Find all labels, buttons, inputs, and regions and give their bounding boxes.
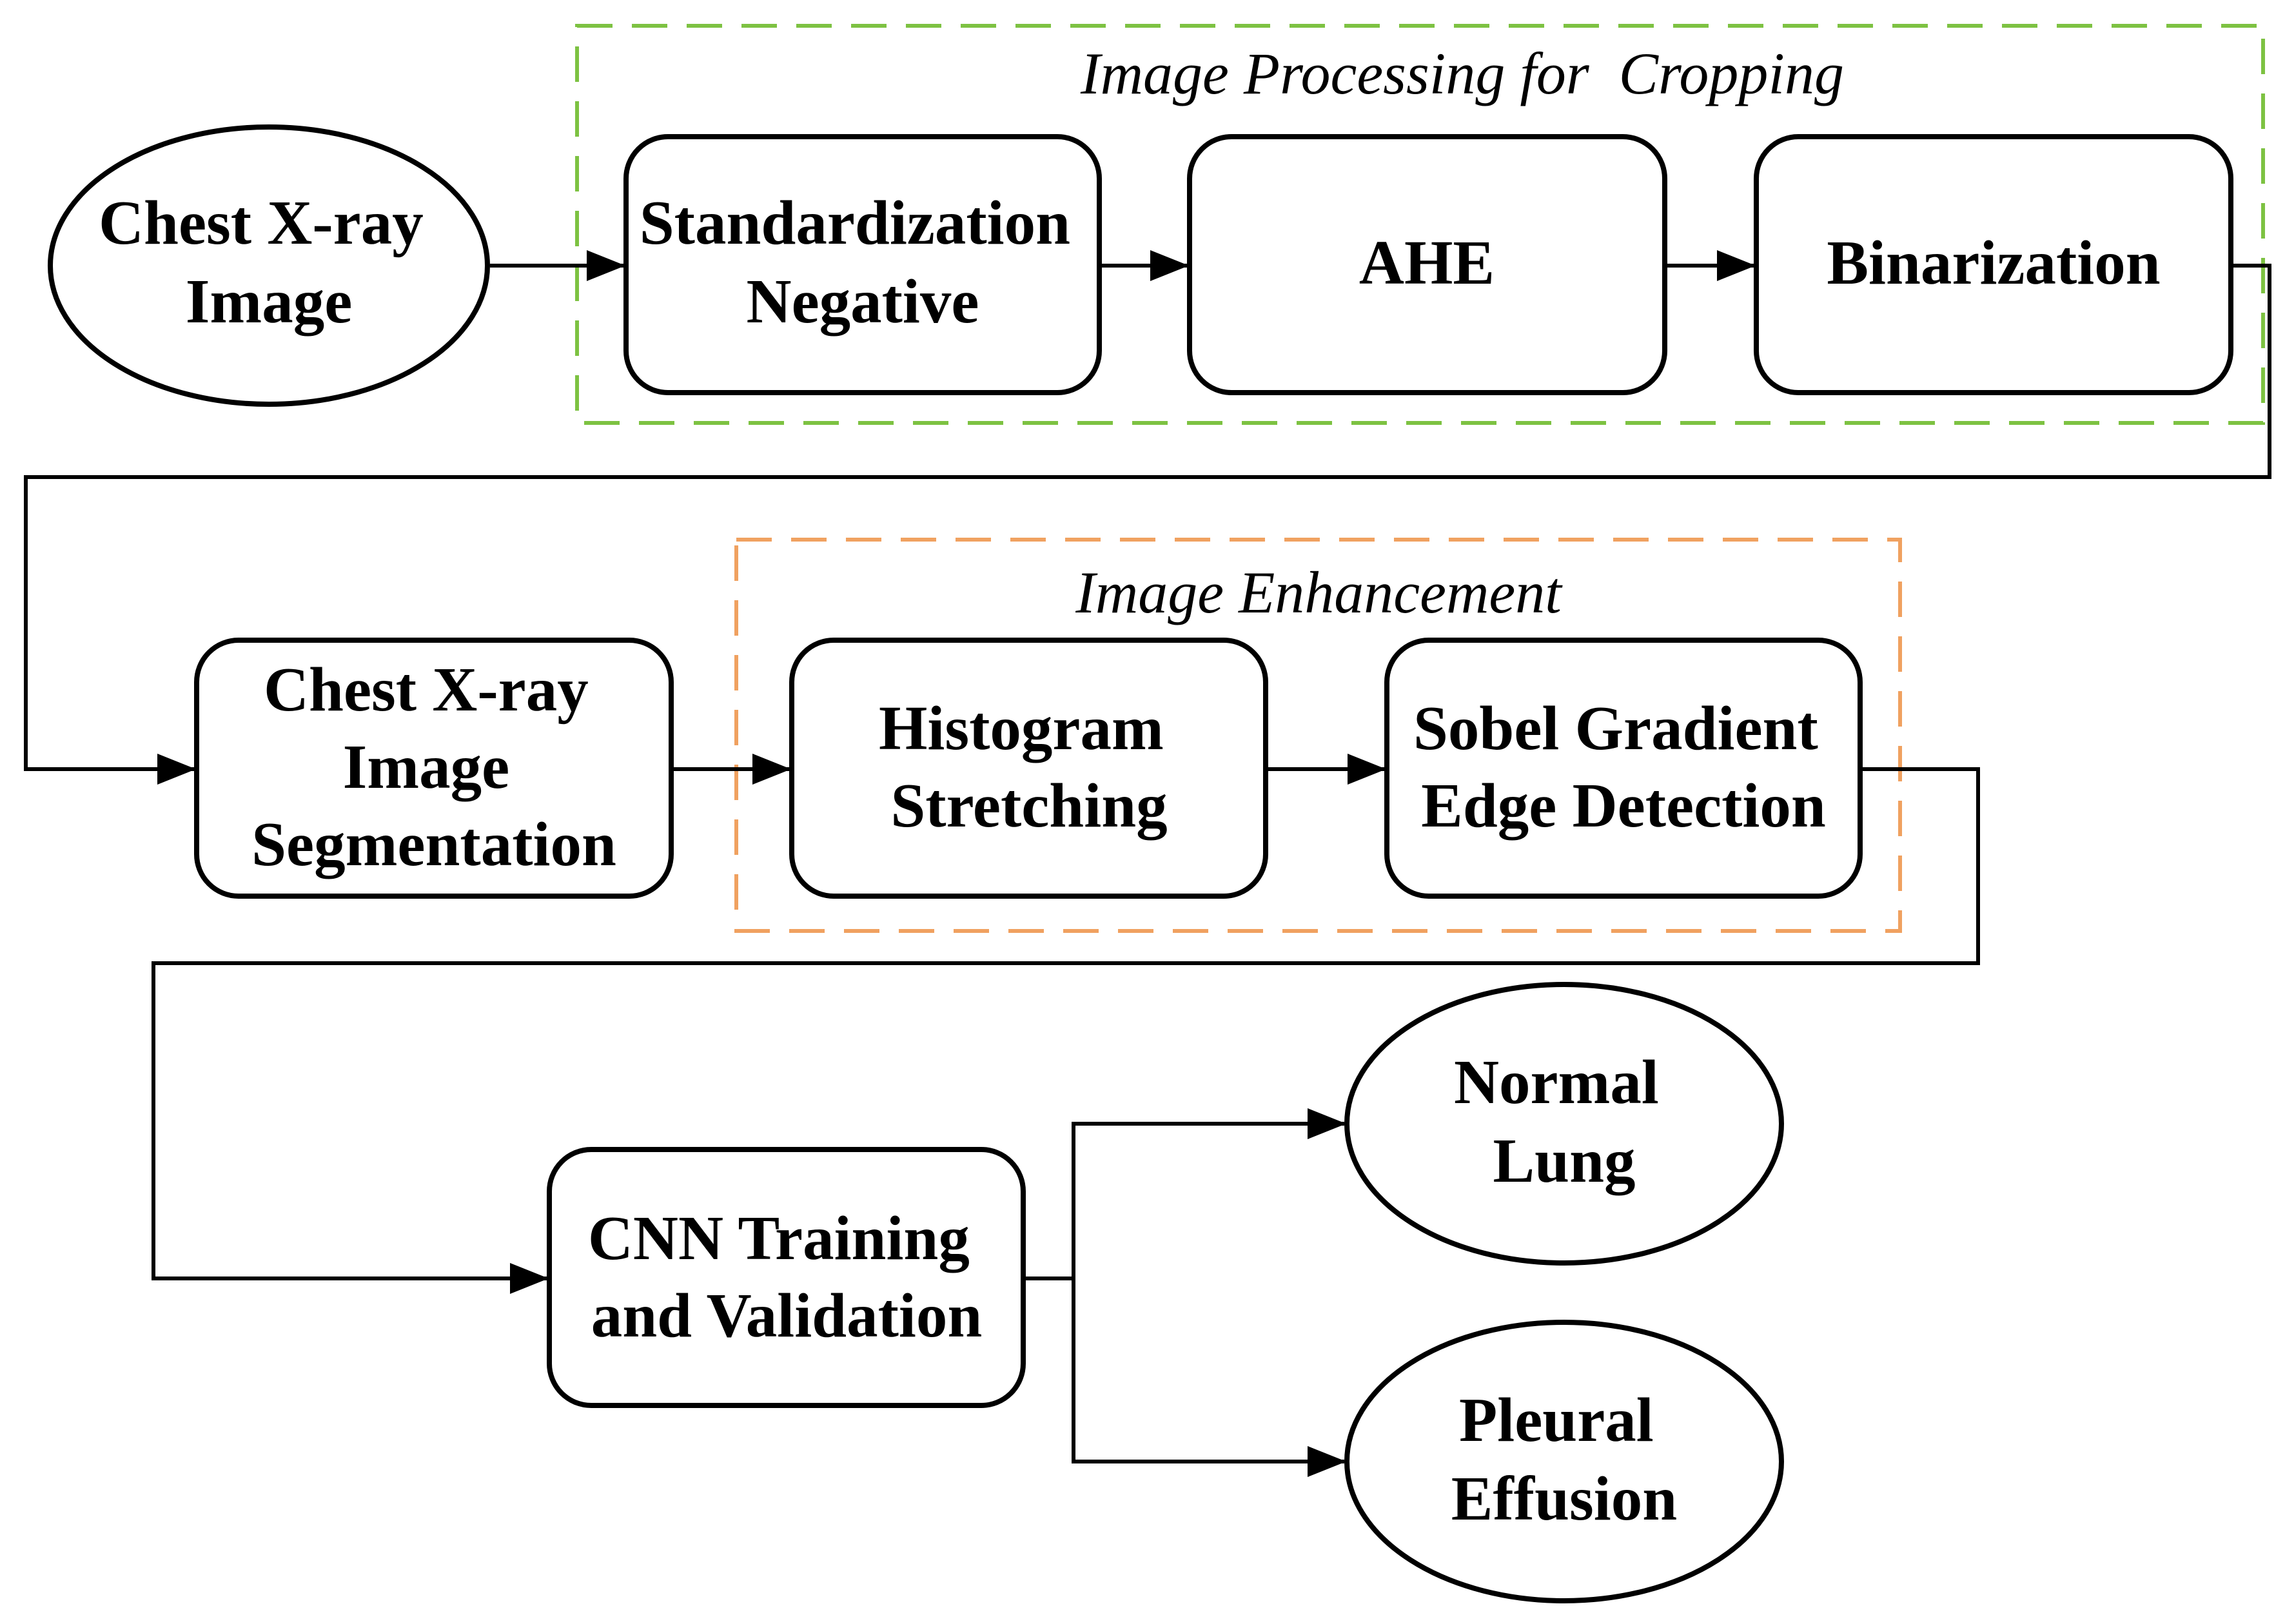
histogram-box xyxy=(789,638,1268,899)
input-ellipse xyxy=(48,124,490,407)
standardization-box xyxy=(623,134,1102,395)
cnn-box xyxy=(547,1147,1026,1408)
cnn-label-line-1: CNN Training xyxy=(588,1204,970,1273)
sobel-label-line-1: Sobel Gradient xyxy=(1413,694,1818,763)
standardization-label-line-1: Standardization xyxy=(640,188,1070,257)
histogram-label-line-2: Stretching xyxy=(890,771,1167,840)
cropping-group-frame xyxy=(575,24,2265,425)
edge-cnn-to-effusion xyxy=(1023,1277,1346,1477)
node-binarization: Binarization xyxy=(1754,134,2233,395)
connectors xyxy=(24,250,2271,1477)
node-ahe: AHE xyxy=(1187,134,1667,395)
node-pleural-effusion: Pleural Effusion xyxy=(1344,1320,1784,1603)
input-label-line-1: Chest X-ray xyxy=(99,188,424,257)
normal-label: Normal Lung xyxy=(1454,1048,1674,1195)
edge-cnn-to-normal xyxy=(1023,1108,1346,1280)
sobel-label-line-2: Edge Detection xyxy=(1421,771,1826,840)
segmentation-label-line-3: Segmentation xyxy=(251,810,616,879)
enhancement-group-frame xyxy=(734,538,1902,933)
effusion-label-line-2: Effusion xyxy=(1451,1464,1677,1533)
normal-label-line-2: Lung xyxy=(1493,1126,1635,1195)
node-histogram-stretching: Histogram Stretching xyxy=(789,638,1268,899)
sobel-box xyxy=(1384,638,1863,899)
node-segmentation: Chest X-ray Image Segmentation xyxy=(194,638,674,899)
node-sobel-edge-detection: Sobel Gradient Edge Detection xyxy=(1384,638,1863,899)
cropping-group-title: Image Processing for Cropping xyxy=(1080,41,1844,106)
cnn-label: CNN Training and Validation xyxy=(588,1204,985,1350)
node-normal-lung: Normal Lung xyxy=(1344,982,1784,1266)
enhancement-group-title: Image Enhancement xyxy=(1075,560,1563,625)
segmentation-label-line-2: Image xyxy=(343,732,510,801)
input-label-line-2: Image xyxy=(186,267,353,336)
edge-sobel-to-cnn xyxy=(152,767,1980,1294)
ahe-label-line-1: AHE xyxy=(1359,228,1495,297)
input-label: Chest X-ray Image xyxy=(99,188,439,336)
edge-binarization-to-segmentation xyxy=(24,264,2271,785)
histogram-label: Histogram Stretching xyxy=(879,694,1179,840)
normal-ellipse xyxy=(1344,982,1784,1266)
ahe-label: AHE xyxy=(1359,228,1495,297)
segmentation-box xyxy=(194,638,674,899)
binarization-label-line-1: Binarization xyxy=(1827,228,2160,297)
binarization-box xyxy=(1754,134,2233,395)
node-standardization-negative: Standardization Negative xyxy=(623,134,1102,395)
binarization-label: Binarization xyxy=(1827,228,2160,297)
node-cnn-training: CNN Training and Validation xyxy=(547,1147,1026,1408)
normal-label-line-1: Normal xyxy=(1454,1048,1659,1117)
standardization-label-line-2: Negative xyxy=(747,267,979,336)
segmentation-label: Chest X-ray Image Segmentation xyxy=(251,655,616,879)
effusion-label-line-1: Pleural xyxy=(1459,1385,1654,1454)
segmentation-label-line-1: Chest X-ray xyxy=(264,655,589,724)
ahe-box xyxy=(1187,134,1667,395)
standardization-label: Standardization Negative xyxy=(640,188,1086,336)
cnn-label-line-2: and Validation xyxy=(591,1281,983,1350)
effusion-ellipse xyxy=(1344,1320,1784,1603)
sobel-label: Sobel Gradient Edge Detection xyxy=(1413,694,1834,840)
node-chest-xray-image: Chest X-ray Image xyxy=(48,124,490,407)
effusion-label: Pleural Effusion xyxy=(1451,1385,1677,1533)
histogram-label-line-1: Histogram xyxy=(879,694,1164,763)
